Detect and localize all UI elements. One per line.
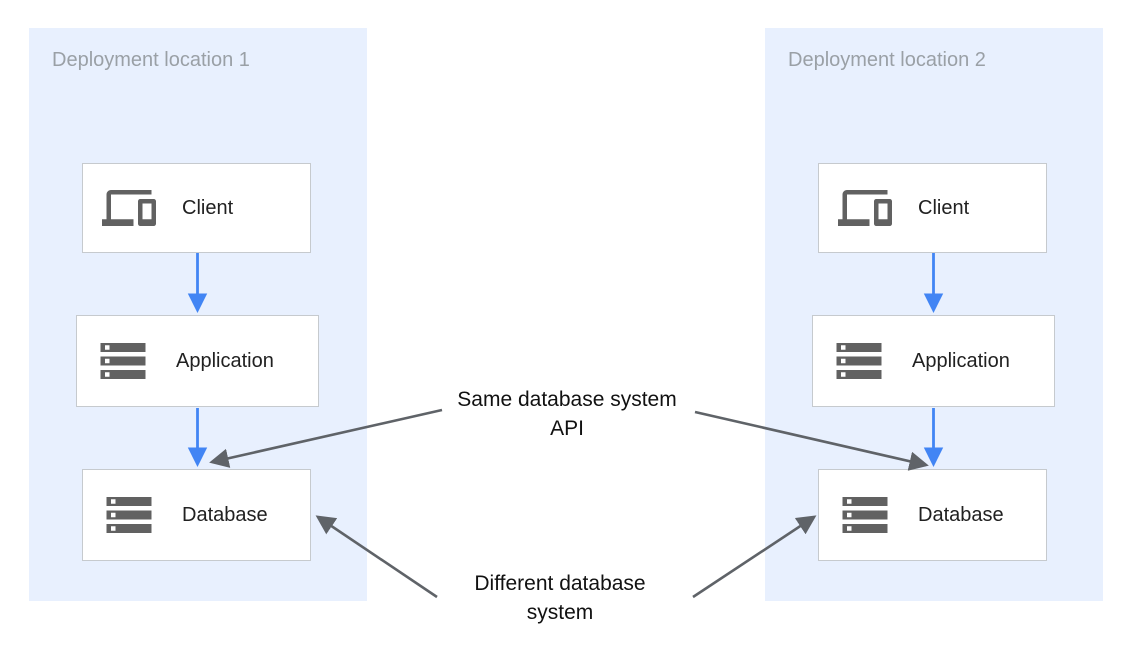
- panel-title: Deployment location 2: [788, 49, 986, 71]
- devices-icon: [102, 181, 156, 235]
- node-label: Application: [176, 349, 274, 372]
- storage-icon: [96, 334, 150, 388]
- node-label: Client: [182, 196, 234, 219]
- node-database-2: Database: [818, 469, 1047, 561]
- node-label: Application: [912, 349, 1010, 372]
- node-application-2: Application: [812, 315, 1055, 407]
- node-label: Database: [918, 503, 1004, 526]
- panel-title: Deployment location 1: [52, 49, 250, 71]
- node-client-2: Client: [818, 163, 1047, 253]
- node-label: Client: [918, 196, 970, 219]
- node-label: Database: [182, 503, 268, 526]
- panel-deployment-location-2: Deployment location 2 Client Application…: [765, 28, 1103, 601]
- storage-icon: [102, 488, 156, 542]
- storage-icon: [838, 488, 892, 542]
- panel-deployment-location-1: Deployment location 1 Client Application…: [29, 28, 367, 601]
- annotation-same-database-system-api: Same database system API: [457, 388, 677, 440]
- node-application-1: Application: [76, 315, 319, 407]
- node-client-1: Client: [82, 163, 311, 253]
- annotation-different-database-system: Different database system: [474, 572, 646, 624]
- node-database-1: Database: [82, 469, 311, 561]
- devices-icon: [838, 181, 892, 235]
- storage-icon: [832, 334, 886, 388]
